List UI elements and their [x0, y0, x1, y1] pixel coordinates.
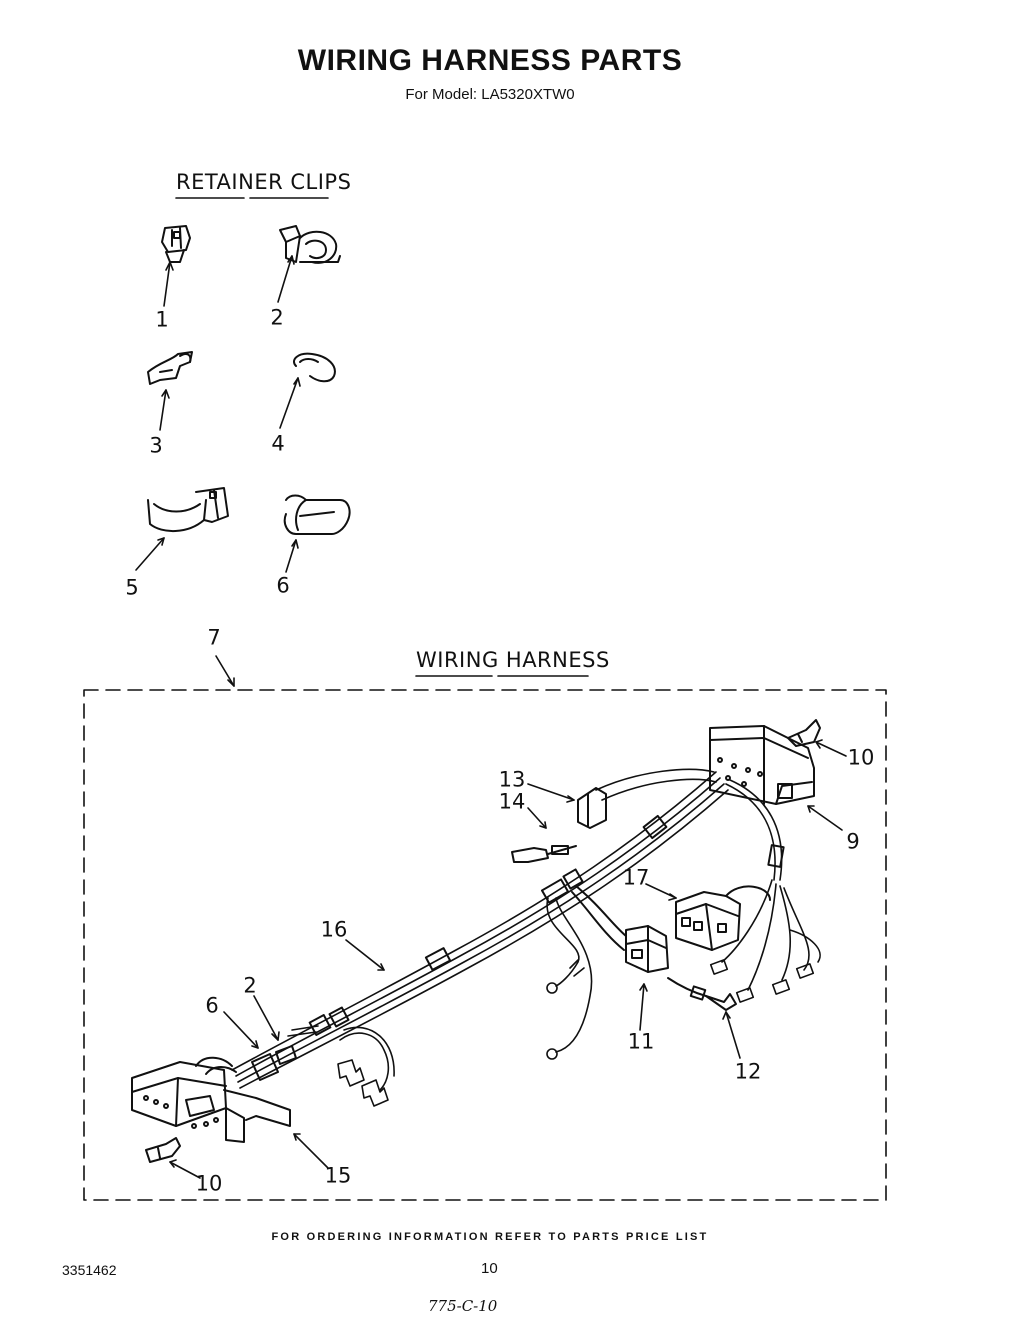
main-connector-9-icon [709, 725, 815, 805]
callout-3: 3 [149, 433, 163, 458]
callout-10-bottom: 10 [195, 1171, 223, 1196]
ground-ring-terminals [546, 897, 593, 1060]
switch-11-icon [571, 885, 669, 973]
small-connector-branches [709, 879, 821, 1003]
harness-leader-lines [169, 739, 847, 1179]
plug-13-icon [577, 787, 607, 829]
terminal-10-top-icon [787, 719, 821, 747]
clip-1-icon [161, 225, 191, 263]
page-title: WIRING HARNESS PARTS [297, 44, 683, 77]
callout-1: 1 [155, 307, 169, 332]
terminal-10-bottom-icon [145, 1137, 181, 1163]
page-number: 10 [481, 1260, 498, 1277]
callout-10-top: 10 [847, 745, 875, 770]
connector-15-icon [131, 1056, 291, 1143]
callout-9: 9 [846, 829, 860, 854]
clip-5-icon [147, 487, 229, 532]
harness-bundle-16 [231, 768, 783, 1089]
connector-17-icon [675, 885, 771, 951]
callout-17: 17 [622, 865, 650, 890]
callout-15: 15 [324, 1163, 352, 1188]
callout-2: 2 [270, 305, 284, 330]
callout-11: 11 [627, 1029, 655, 1054]
clip-leader-lines [135, 255, 301, 687]
callout-2-harness: 2 [243, 973, 257, 998]
ordering-info-note: FOR ORDERING INFORMATION REFER TO PARTS … [271, 1231, 709, 1243]
harness-boundary-box [83, 689, 887, 1201]
clip-4-icon [293, 352, 336, 383]
harness-clip-2-6 [251, 1045, 297, 1081]
callout-6: 6 [276, 573, 290, 598]
retainer-clips-heading: RETAINER CLIPS [176, 170, 352, 194]
harness-sleeves [308, 814, 785, 1036]
clip-2-icon [279, 225, 341, 264]
callout-7: 7 [207, 625, 221, 650]
callout-16: 16 [320, 917, 348, 942]
document-number: 3351462 [62, 1262, 117, 1278]
callout-12: 12 [734, 1059, 762, 1084]
callout-13: 13 [498, 767, 526, 792]
wiring-harness-heading: WIRING HARNESS [416, 648, 610, 672]
callout-14: 14 [498, 789, 526, 814]
u-terminals [287, 1025, 395, 1107]
clip-3-icon [147, 351, 193, 385]
callout-4: 4 [271, 431, 285, 456]
clip-6-icon [283, 494, 351, 535]
pin-14-icon [511, 845, 577, 863]
callout-5: 5 [125, 575, 139, 600]
terminal-12-icon [667, 977, 737, 1011]
handwritten-note: 775-C-10 [428, 1297, 498, 1315]
model-subtitle: For Model: LA5320XTW0 [405, 86, 575, 103]
heading-underlines [175, 197, 589, 677]
callout-6-harness: 6 [205, 993, 219, 1018]
